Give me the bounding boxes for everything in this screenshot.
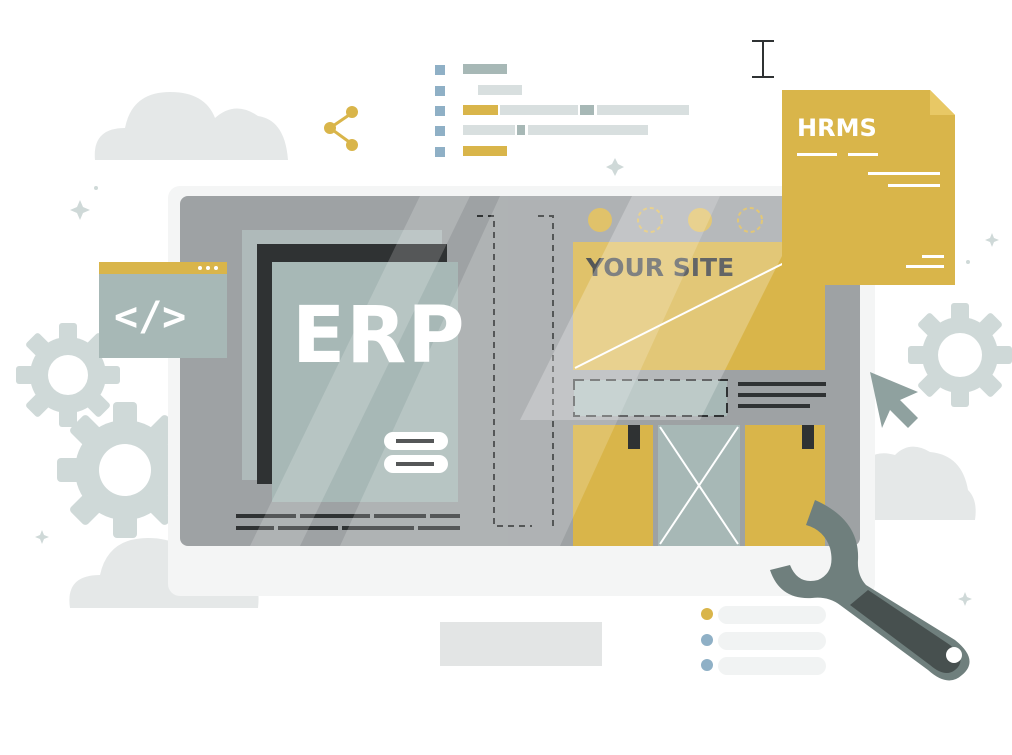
- erp-label: ERP: [292, 291, 466, 381]
- code-window: </>: [99, 262, 227, 358]
- screen-glare: [520, 196, 812, 420]
- hrms-label: HRMS: [797, 114, 877, 142]
- wrench-icon: [770, 500, 970, 681]
- hrms-document: HRMS: [782, 90, 955, 285]
- text-cursor-icon: [752, 40, 774, 78]
- dashed-column: [477, 215, 554, 527]
- code-label: </>: [114, 294, 186, 340]
- pointer-icon: [870, 372, 918, 428]
- cloud-icon: [94, 92, 288, 160]
- erp-panel: ERP: [236, 230, 466, 530]
- site-label: YOUR SITE: [585, 253, 734, 282]
- screen-glare: [250, 196, 720, 546]
- toggle-graphic: [384, 432, 448, 473]
- sparkle-icon: [35, 158, 999, 606]
- code-list-graphic: [435, 64, 689, 157]
- bottom-list: [701, 606, 826, 675]
- gear-icon: [908, 303, 1012, 407]
- share-icon: [324, 106, 358, 151]
- cloud-icon: [860, 446, 976, 520]
